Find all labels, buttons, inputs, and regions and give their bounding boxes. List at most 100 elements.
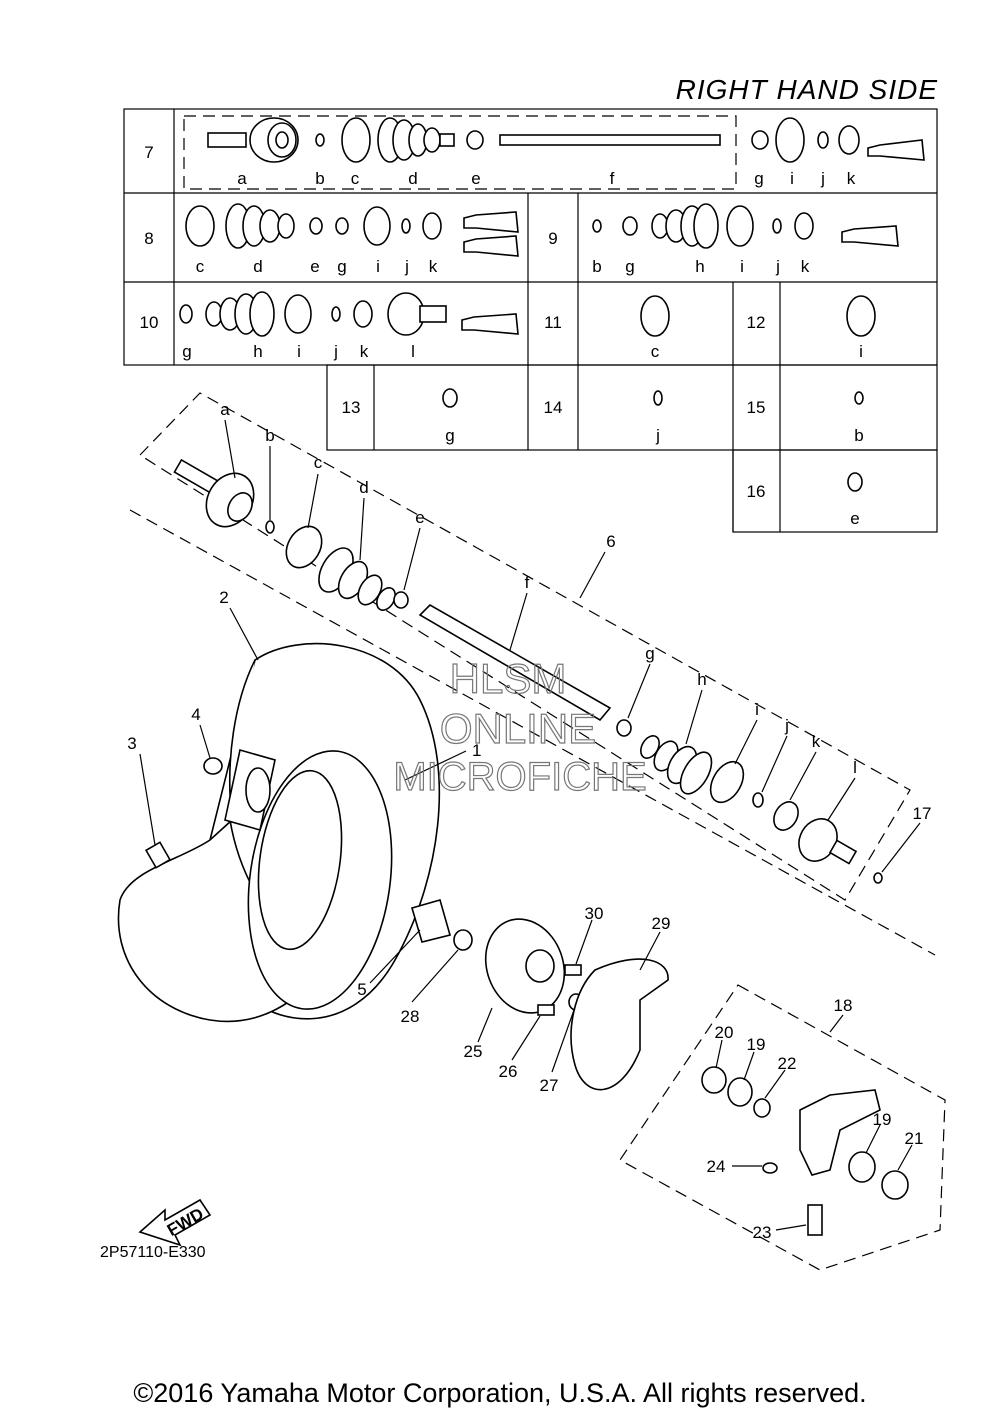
- svg-text:30: 30: [585, 904, 604, 923]
- hub-disc-knuckle: [138, 757, 909, 1247]
- svg-text:25: 25: [464, 1042, 483, 1061]
- svg-text:c: c: [314, 453, 323, 472]
- copyright-notice: ©2016 Yamaha Motor Corporation, U.S.A. A…: [133, 1378, 867, 1408]
- cell-number-16: 16: [747, 482, 766, 501]
- row8-parts: [185, 203, 519, 257]
- svg-text:ONLINE: ONLINE: [440, 705, 596, 752]
- svg-text:j: j: [775, 257, 780, 276]
- svg-text:j: j: [404, 257, 409, 276]
- svg-text:i: i: [297, 342, 301, 361]
- svg-text:27: 27: [540, 1076, 559, 1095]
- svg-text:i: i: [376, 257, 380, 276]
- svg-text:29: 29: [652, 914, 671, 933]
- svg-text:h: h: [253, 342, 262, 361]
- cell-number-15: 15: [747, 398, 766, 417]
- svg-text:g: g: [625, 257, 634, 276]
- svg-text:23: 23: [753, 1223, 772, 1242]
- axle-assembly-outline: [139, 392, 911, 901]
- svg-text:k: k: [812, 732, 821, 751]
- row-number-7: 7: [144, 143, 153, 162]
- row9-letters: b g h i j k: [592, 257, 809, 276]
- svg-text:22: 22: [778, 1054, 797, 1073]
- svg-text:i: i: [859, 342, 863, 361]
- svg-text:d: d: [253, 257, 262, 276]
- svg-text:b: b: [854, 426, 863, 445]
- svg-text:g: g: [445, 426, 454, 445]
- row7-letters: a b c d e f g i j k: [237, 169, 855, 188]
- page-title: RIGHT HAND SIDE: [675, 74, 938, 105]
- svg-text:g: g: [645, 644, 654, 663]
- svg-text:e: e: [850, 509, 859, 528]
- row9-parts: [592, 203, 899, 249]
- svg-text:b: b: [315, 169, 324, 188]
- svg-text:c: c: [651, 342, 660, 361]
- svg-text:j: j: [655, 426, 660, 445]
- row7-dashed-group: [183, 115, 737, 190]
- svg-text:e: e: [471, 169, 480, 188]
- wheel-tire: [117, 642, 441, 1023]
- svg-text:h: h: [695, 257, 704, 276]
- knuckle-group-outline: [619, 984, 946, 1271]
- svg-text:k: k: [801, 257, 810, 276]
- svg-text:j: j: [820, 169, 825, 188]
- cell-number-14: 14: [544, 398, 563, 417]
- svg-text:MICROFICHE: MICROFICHE: [393, 755, 646, 799]
- axle-parts: [173, 458, 883, 884]
- single-cell-parts: c i g j b e: [442, 295, 876, 528]
- row-number-8: 8: [144, 229, 153, 248]
- svg-text:19: 19: [747, 1035, 766, 1054]
- svg-text:i: i: [790, 169, 794, 188]
- svg-text:20: 20: [715, 1023, 734, 1042]
- svg-text:c: c: [351, 169, 360, 188]
- svg-text:5: 5: [357, 980, 366, 999]
- svg-text:k: k: [360, 342, 369, 361]
- svg-text:k: k: [429, 257, 438, 276]
- svg-text:l: l: [853, 758, 857, 777]
- svg-text:3: 3: [127, 734, 136, 753]
- svg-text:f: f: [610, 169, 615, 188]
- svg-text:4: 4: [191, 705, 200, 724]
- svg-text:i: i: [740, 257, 744, 276]
- svg-text:2: 2: [219, 588, 228, 607]
- svg-text:d: d: [408, 169, 417, 188]
- svg-text:i: i: [755, 700, 759, 719]
- cell-number-13: 13: [342, 398, 361, 417]
- svg-text:h: h: [697, 670, 706, 689]
- svg-text:18: 18: [834, 996, 853, 1015]
- svg-text:k: k: [847, 169, 856, 188]
- svg-text:e: e: [310, 257, 319, 276]
- cell-number-11: 11: [544, 313, 562, 332]
- row10-parts: [179, 291, 519, 337]
- svg-text:g: g: [182, 342, 191, 361]
- svg-text:c: c: [196, 257, 205, 276]
- svg-text:g: g: [337, 257, 346, 276]
- cell-number-12: 12: [747, 313, 766, 332]
- svg-text:j: j: [784, 716, 789, 735]
- svg-text:17: 17: [913, 804, 932, 823]
- diagram-code: 2P57110-E330: [100, 1244, 206, 1261]
- svg-text:b: b: [265, 426, 274, 445]
- row7-parts: [207, 117, 925, 163]
- wheel-group-outline: [129, 509, 936, 956]
- svg-text:e: e: [415, 508, 424, 527]
- svg-text:g: g: [754, 169, 763, 188]
- svg-text:b: b: [592, 257, 601, 276]
- svg-text:f: f: [525, 573, 530, 592]
- svg-text:l: l: [411, 342, 415, 361]
- svg-text:HLSM: HLSM: [450, 655, 567, 702]
- exploded-letter-callouts: a b c d e f g h i j k l: [220, 400, 857, 821]
- svg-text:a: a: [237, 169, 247, 188]
- watermark: HLSM ONLINE MICROFICHE: [393, 654, 648, 799]
- svg-text:j: j: [333, 342, 338, 361]
- svg-text:6: 6: [606, 532, 615, 551]
- row-number-10: 10: [140, 313, 159, 332]
- svg-text:d: d: [359, 478, 368, 497]
- kit-table: [123, 108, 938, 533]
- row-number-9: 9: [548, 229, 557, 248]
- svg-text:19: 19: [873, 1110, 892, 1129]
- svg-text:26: 26: [499, 1062, 518, 1081]
- svg-text:24: 24: [707, 1157, 726, 1176]
- svg-text:1: 1: [472, 741, 481, 760]
- exploded-number-callouts: 1 2 3 4 5 6 17 18 19 19 20 21 22 23 24 2…: [127, 532, 931, 1242]
